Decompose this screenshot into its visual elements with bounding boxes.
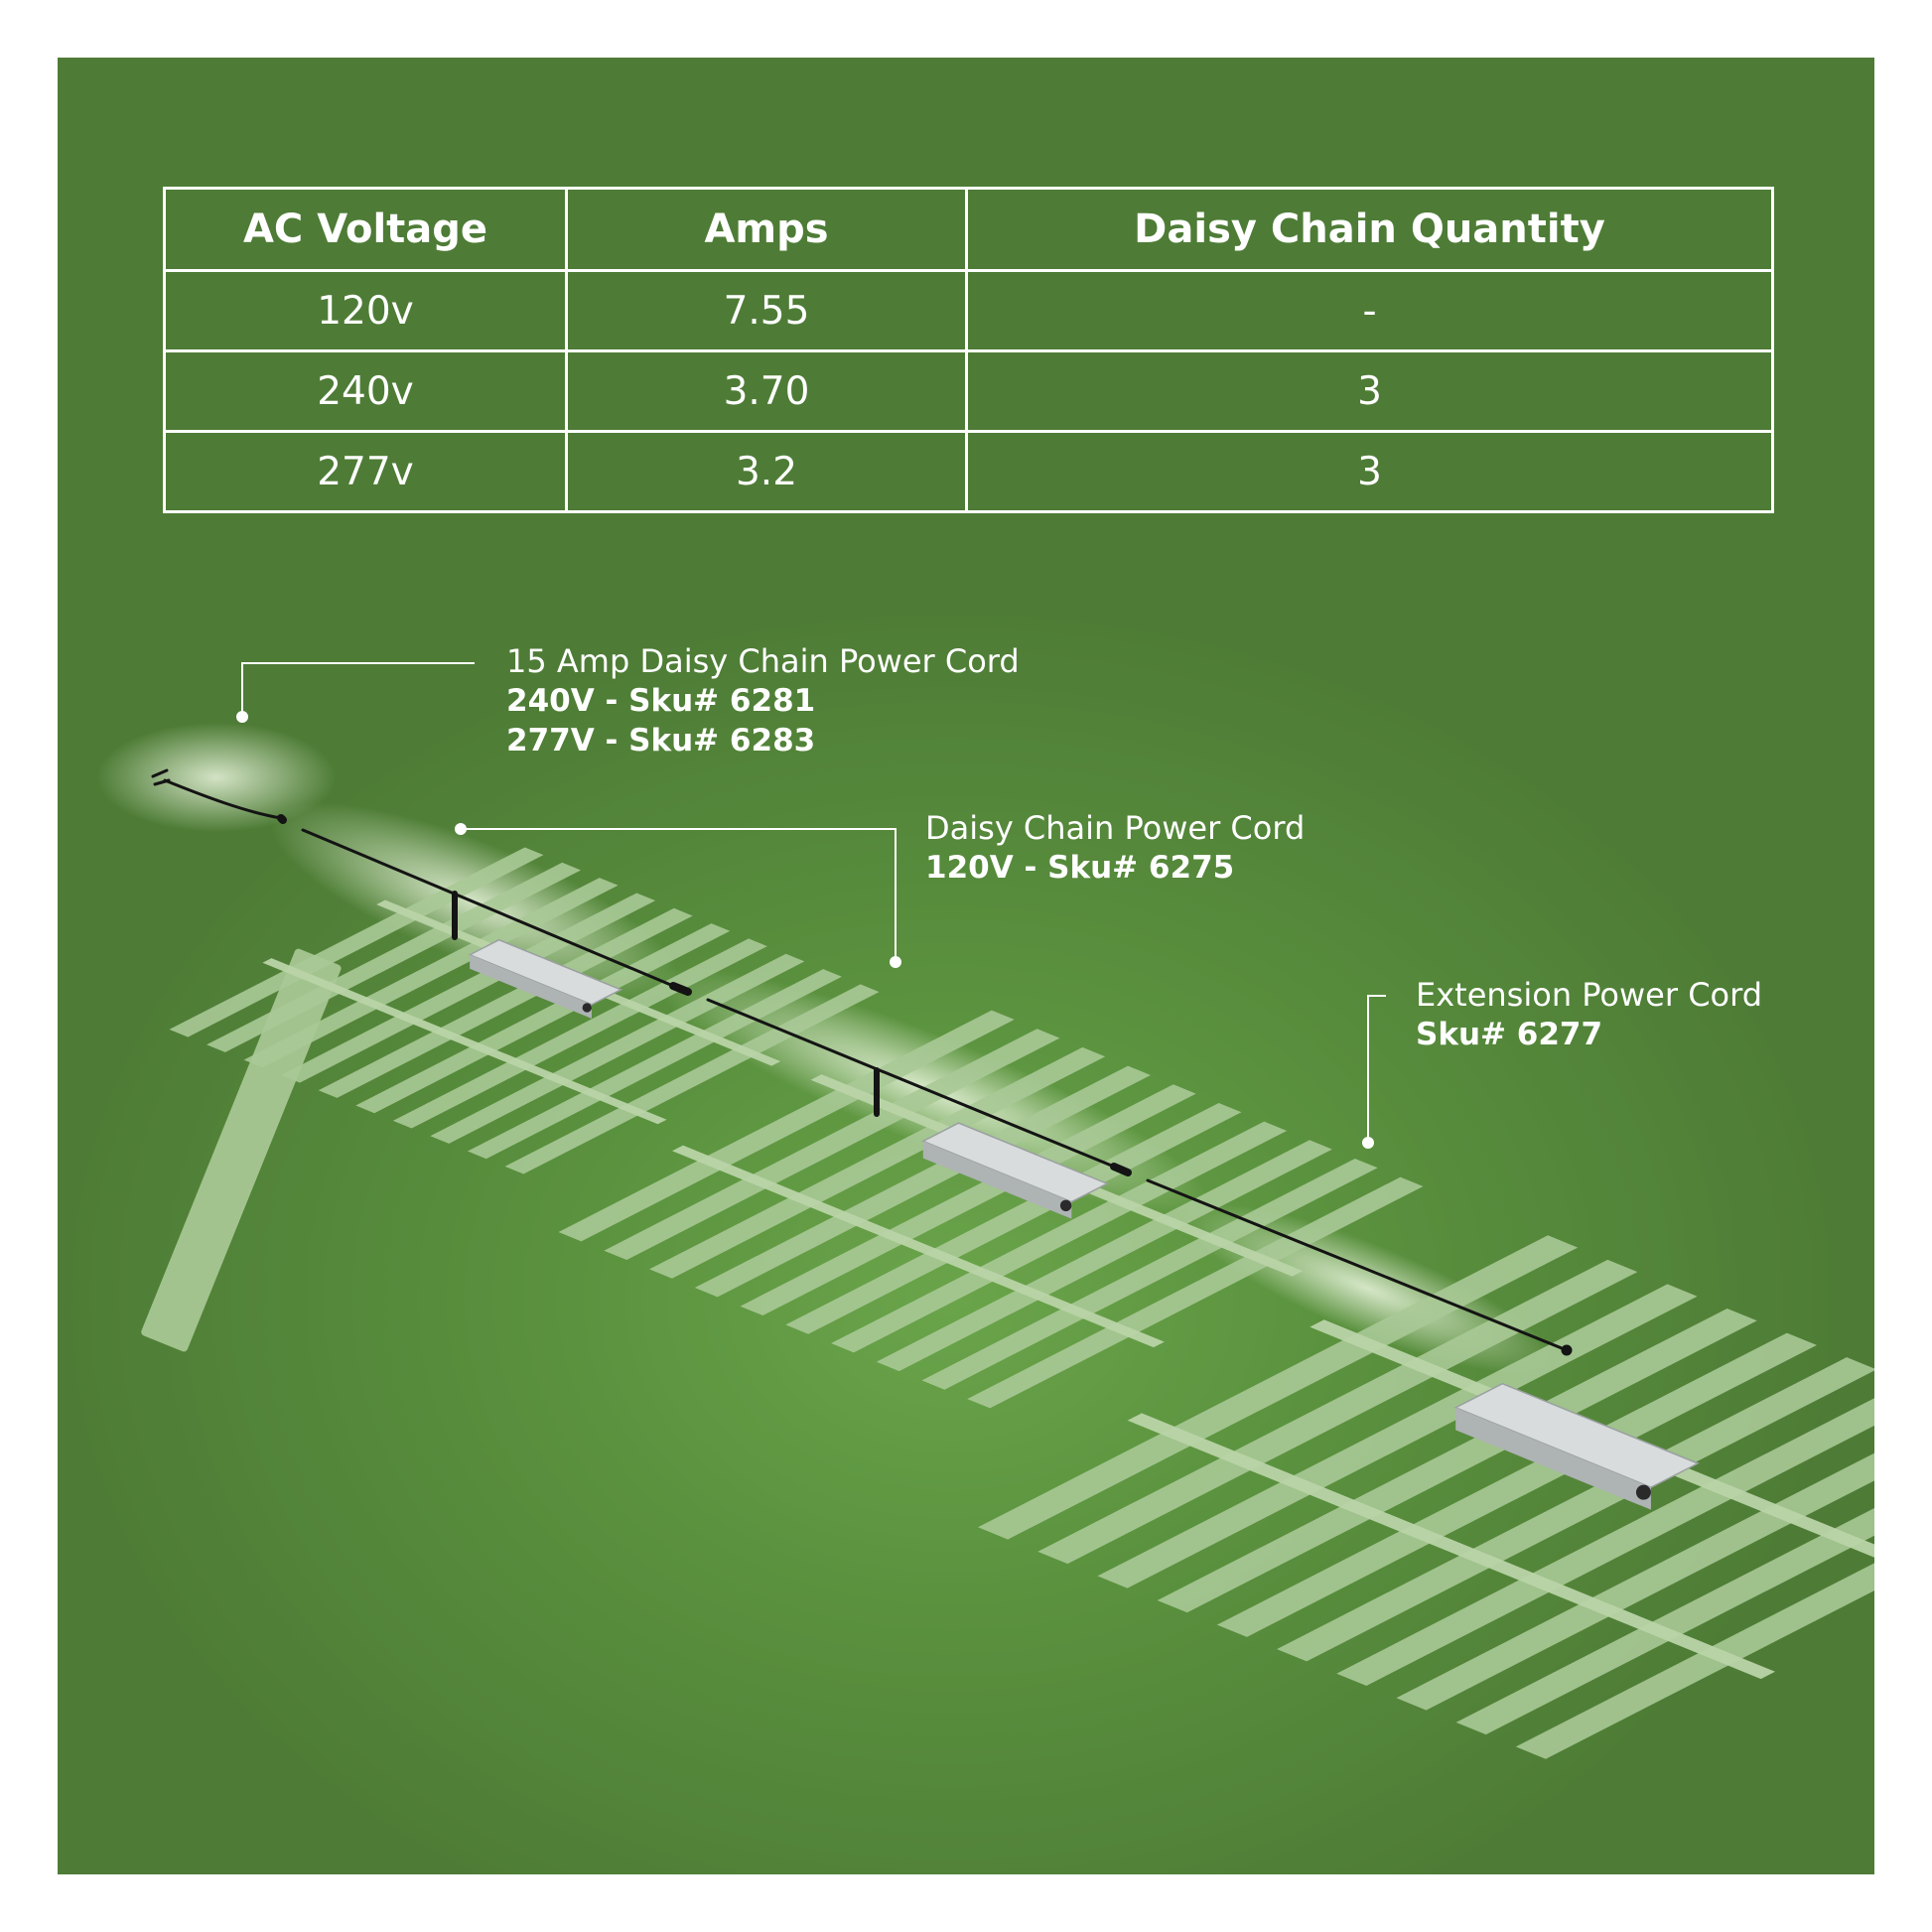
light-bar (1455, 1508, 1874, 1735)
cross-rail (262, 958, 667, 1125)
light-bar (649, 1046, 1106, 1279)
light-bar (207, 862, 582, 1052)
cross-rail (1127, 1413, 1776, 1680)
plug-cord (163, 778, 283, 820)
light-bar (1216, 1332, 1817, 1637)
power-cords (151, 768, 1573, 1356)
cord-end (1561, 1344, 1573, 1356)
light-bar (604, 1029, 1060, 1261)
callout-sku: 120V - Sku# 6275 (925, 850, 1235, 886)
light-bar (876, 1140, 1332, 1372)
light-bar (740, 1084, 1196, 1316)
callout-title: Daisy Chain Power Cord (925, 809, 1306, 847)
light-bar (1097, 1284, 1698, 1588)
callout-title: Extension Power Cord (1416, 976, 1763, 1014)
light-fixtures (169, 847, 1874, 1759)
light-bar (243, 878, 619, 1068)
cell-voltage: 277v (163, 430, 568, 513)
light-bar (1336, 1398, 1874, 1686)
leader-dot (236, 711, 248, 723)
leader-dot (455, 823, 467, 835)
dimmer-knob-icon (1059, 1199, 1072, 1212)
grow-light-illustration (97, 662, 1874, 1759)
leader-dot (1362, 1137, 1374, 1149)
light-fixture (978, 1235, 1874, 1759)
light-bar (1277, 1357, 1874, 1662)
light-bar (169, 847, 544, 1037)
leader-dot (890, 956, 901, 968)
daisy-chain-cord-b (706, 998, 1116, 1169)
light-bar (967, 1176, 1424, 1409)
connector (1110, 1163, 1132, 1176)
leader-line-extension (1367, 995, 1386, 1142)
extension-cord (1146, 1178, 1569, 1352)
led-driver-top (1453, 1382, 1700, 1488)
light-bar (1396, 1452, 1874, 1711)
cell-voltage: 120v (163, 269, 568, 352)
voltage-spec-table: AC Voltage Amps Daisy Chain Quantity 120… (163, 187, 1774, 513)
light-bar (978, 1235, 1579, 1540)
header-daisy-chain-quantity: Daisy Chain Quantity (965, 187, 1774, 272)
header-ac-voltage: AC Voltage (163, 187, 568, 272)
cross-rail (672, 1145, 1165, 1348)
led-driver-side (1455, 1407, 1651, 1510)
callout-extension-cord: Extension Power Cord Sku# 6277 (1416, 975, 1762, 1054)
light-bar (831, 1121, 1288, 1353)
header-amps: Amps (565, 187, 968, 272)
led-driver-side (470, 954, 592, 1019)
dimmer-knob-icon (1635, 1484, 1651, 1500)
daisy-chain-cord-a (301, 828, 675, 988)
plug-icon (151, 768, 171, 786)
light-bar (694, 1065, 1151, 1298)
callout-sku: 277V - Sku# 6283 (506, 723, 816, 759)
callout-leaders (236, 662, 1386, 1149)
light-bar (1157, 1309, 1757, 1613)
leader-line-daisy (461, 828, 897, 961)
light-fixture (558, 1010, 1424, 1409)
connector (277, 814, 287, 824)
light-bar (1037, 1259, 1638, 1565)
cell-quantity: 3 (965, 349, 1774, 433)
light-bar (921, 1158, 1378, 1390)
dimmer-knob-icon (582, 1003, 592, 1013)
table-header-row: AC Voltage Amps Daisy Chain Quantity (163, 187, 1774, 272)
table-row: 277v 3.2 3 (163, 430, 1774, 513)
light-bar (558, 1010, 1015, 1242)
cell-quantity: - (965, 269, 1774, 352)
cell-amps: 3.70 (565, 349, 968, 433)
callout-title: 15 Amp Daisy Chain Power Cord (506, 642, 1020, 680)
cell-amps: 7.55 (565, 269, 968, 352)
table-row: 120v 7.55 - (163, 269, 1774, 352)
light-bar (785, 1102, 1242, 1334)
leader-line-15amp (241, 662, 475, 716)
callout-daisy-chain-cord: Daisy Chain Power Cord 120V - Sku# 6275 (925, 808, 1305, 888)
callout-15amp-cord: 15 Amp Daisy Chain Power Cord 240V - Sku… (506, 641, 1020, 760)
product-panel: AC Voltage Amps Daisy Chain Quantity 120… (58, 58, 1874, 1874)
callout-sku: 240V - Sku# 6281 (506, 683, 816, 719)
connector (669, 982, 692, 996)
cell-voltage: 240v (163, 349, 568, 433)
callout-sku: Sku# 6277 (1416, 1017, 1603, 1052)
cell-quantity: 3 (965, 430, 1774, 513)
table-row: 240v 3.70 3 (163, 349, 1774, 433)
led-driver-side (922, 1141, 1072, 1219)
cell-amps: 3.2 (565, 430, 968, 513)
light-bar (1515, 1563, 1874, 1759)
